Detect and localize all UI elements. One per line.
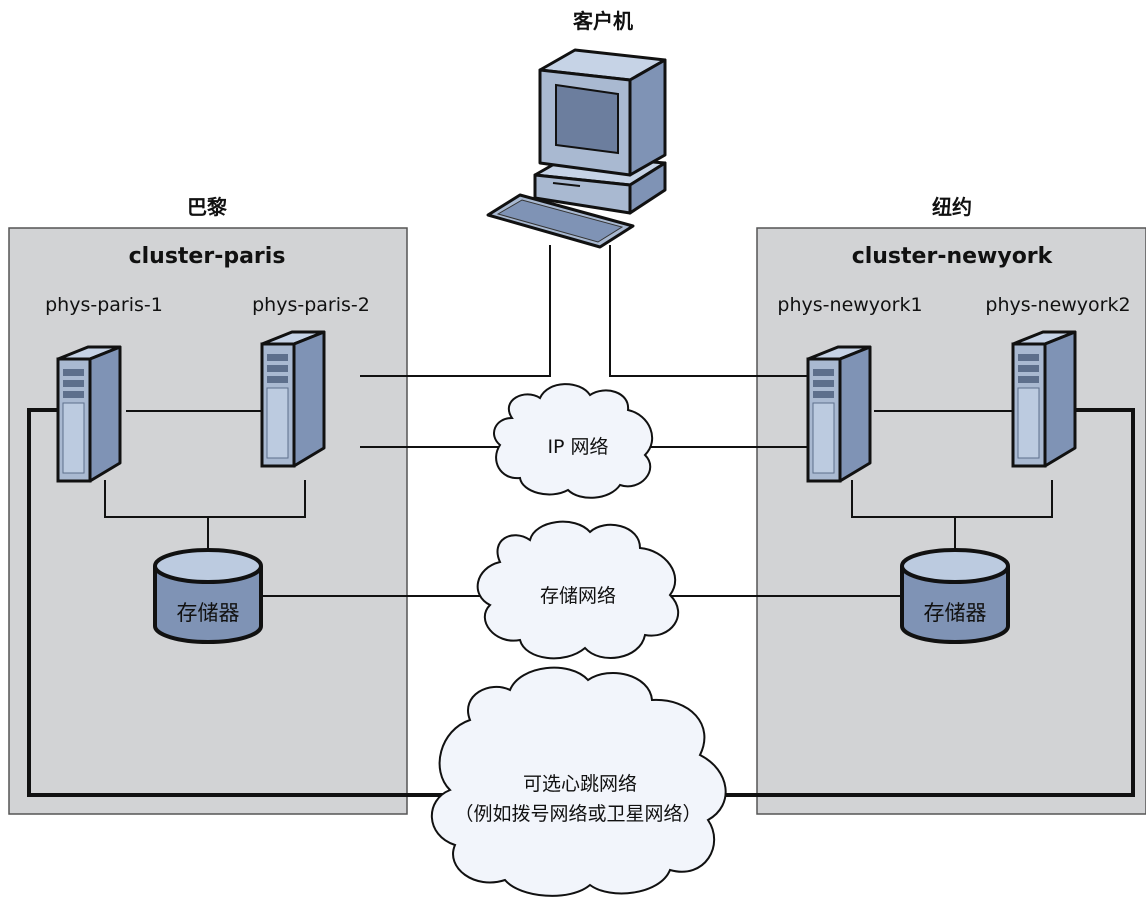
node-label: phys-newyork1 bbox=[777, 294, 922, 316]
site-newyork-label: 纽约 bbox=[932, 195, 972, 219]
network-links bbox=[104, 245, 1053, 597]
ip-network-label: IP 网络 bbox=[547, 436, 608, 458]
node-label: phys-paris-2 bbox=[252, 294, 370, 316]
server-phys-newyork2-icon bbox=[1011, 330, 1077, 468]
heartbeat-network-example: （例如拨号网络或卫星网络） bbox=[454, 803, 701, 825]
storage-label: 存储器 bbox=[177, 601, 240, 625]
heartbeat-network-label: 可选心跳网络 bbox=[523, 773, 637, 795]
storage-newyork-icon bbox=[900, 548, 1010, 644]
cluster-newyork-title: cluster-newyork bbox=[852, 244, 1054, 269]
node-label: phys-paris-1 bbox=[45, 294, 163, 316]
cluster-newyork-panel bbox=[756, 227, 1146, 815]
heartbeat-network-cloud-icon bbox=[430, 666, 727, 897]
site-paris-label: 巴黎 bbox=[187, 195, 227, 219]
storage-network-cloud-icon bbox=[476, 520, 680, 660]
server-phys-paris-1-icon bbox=[56, 345, 122, 483]
server-phys-newyork1-icon bbox=[806, 345, 872, 483]
storage-paris-icon bbox=[153, 548, 263, 644]
node-label: phys-newyork2 bbox=[985, 294, 1130, 316]
client-computer-icon bbox=[486, 48, 667, 249]
cluster-paris-title: cluster-paris bbox=[129, 244, 286, 269]
storage-network-label: 存储网络 bbox=[540, 585, 616, 607]
ip-network-cloud-icon bbox=[493, 383, 654, 499]
heartbeat-link bbox=[27, 408, 1135, 797]
storage-label: 存储器 bbox=[924, 601, 987, 625]
client-label: 客户机 bbox=[572, 9, 633, 33]
server-phys-paris-2-icon bbox=[260, 330, 326, 468]
